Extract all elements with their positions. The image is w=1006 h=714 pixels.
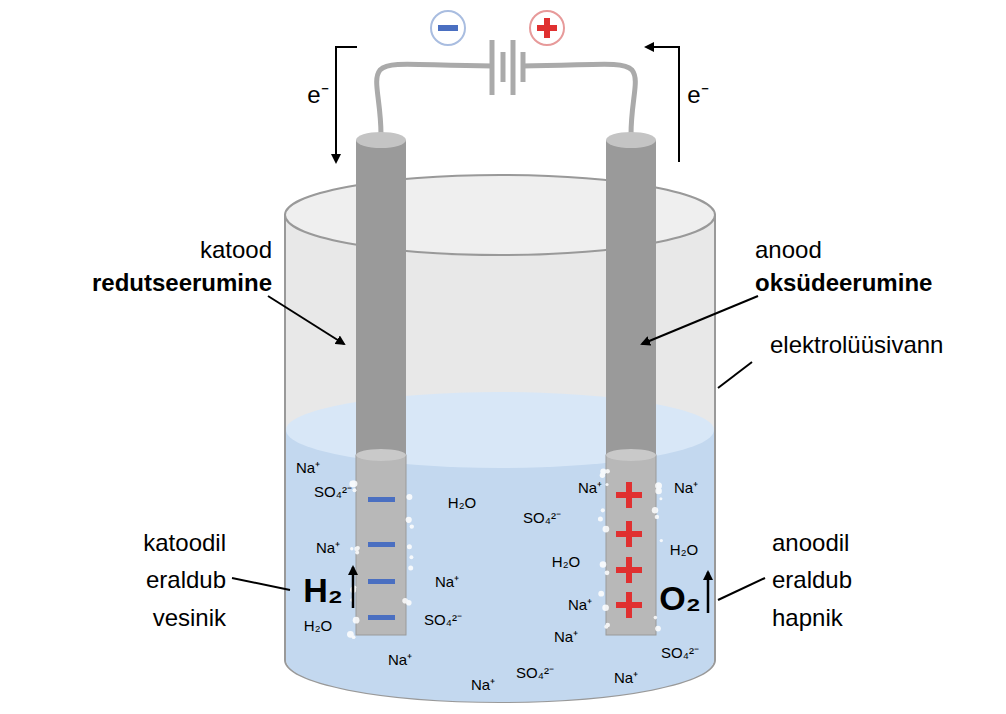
plus-sign [544,18,550,38]
ion-label: H₂O [552,553,580,572]
vessel-name: elektrolüüsivann [770,330,943,360]
cathode-rod [356,140,406,460]
gas-note: katoodil eraldub vesinik [101,524,226,636]
anode-waterline [606,449,656,461]
gas-rise-arrow [352,567,355,608]
ion-label: Na⁺ [674,479,698,498]
ion-label: Na⁺ [316,539,340,558]
anode-top [606,132,656,148]
gas-note: anoodil eraldub hapnik [772,524,893,636]
leader-line [642,296,758,344]
ion-label: Na⁺ [578,479,602,498]
leader-line [718,578,765,600]
ion-label: H₂O [670,541,698,560]
ion-label: Na⁺ [388,651,412,670]
gas-bubbles [347,469,663,640]
negative-charges [368,497,395,620]
electrode-name: katood [200,235,272,265]
process-name: oksüdeerumine [755,268,932,298]
ion-label: H₂O [304,617,332,636]
minus-sign [438,25,458,31]
leader-line [232,578,290,590]
electrode-name: anood [755,235,822,265]
cathode-waterline [356,449,406,461]
ion-label: SO₄²⁻ [523,509,561,528]
battery-symbol [492,40,523,95]
ion-label: SO₄²⁻ [424,611,462,630]
ion-label: SO₄²⁻ [314,483,352,502]
ion-label: SO₄²⁻ [661,644,699,663]
gas-formula: H₂ [303,569,343,612]
ion-label: Na⁺ [554,628,578,647]
ion-label: Na⁺ [435,573,459,592]
cathode-submerged [356,455,406,635]
wire [522,64,635,135]
process-name: redutseerumine [92,268,272,298]
ion-label: Na⁺ [614,669,638,688]
gas-formula: O₂ [659,577,701,620]
positive-terminal [530,11,564,45]
negative-terminal [431,11,465,45]
electrolyte [286,430,714,702]
electron-flow-arrow [336,47,357,162]
electron-label: e⁻ [687,80,708,110]
cathode-top [356,132,406,148]
ion-label: SO₄²⁻ [516,664,554,683]
gas-rise-arrow [707,572,710,613]
electron-label: e⁻ [307,80,328,110]
ion-label: Na⁺ [296,459,320,478]
ion-label: H₂O [448,494,476,513]
leader-line [718,362,752,388]
anode-rod [606,140,656,460]
positive-charges [616,482,642,618]
ion-label: Na⁺ [568,596,592,615]
ion-label: Na⁺ [471,676,495,695]
wire [377,64,492,135]
anode-submerged [606,455,656,635]
leader-line [268,296,344,344]
